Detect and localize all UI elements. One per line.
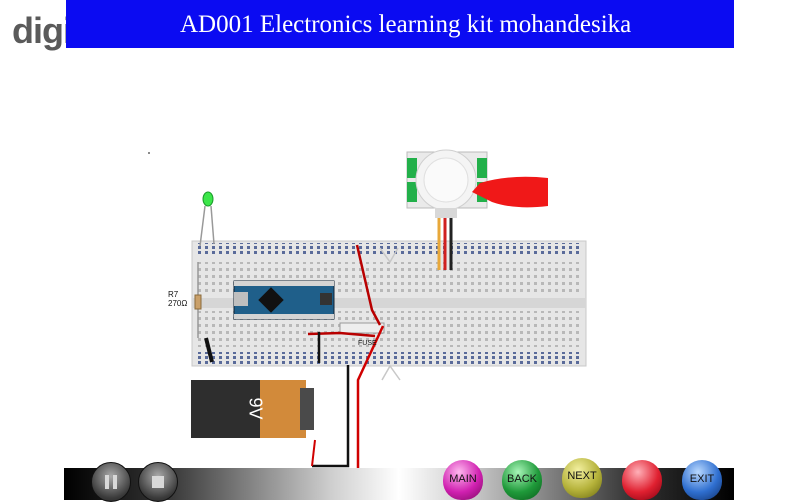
hand-icon (472, 176, 548, 208)
arduino-nano (233, 280, 335, 320)
stop-icon (152, 476, 164, 488)
wires (204, 244, 385, 470)
resistor-r7 (194, 262, 202, 338)
battery-label: 9V (245, 397, 266, 420)
pause-button[interactable] (91, 462, 131, 502)
fuse (339, 322, 385, 334)
stop-button[interactable] (138, 462, 178, 502)
pir-sensor (406, 149, 488, 270)
page-title: AD001 Electronics learning kit mohandesi… (180, 11, 632, 38)
next-button-label: NEXT (567, 470, 597, 482)
connection-markers (379, 247, 401, 381)
exit-button-label: EXIT (689, 473, 715, 485)
battery-9v (191, 380, 314, 438)
led (199, 191, 215, 247)
pause-icon (105, 475, 117, 489)
title-bar: AD001 Electronics learning kit mohandesi… (66, 0, 734, 48)
fuse-label: FUSE (358, 340, 377, 347)
red-button[interactable] (622, 460, 662, 500)
back-button[interactable]: BACK (502, 460, 542, 500)
back-button-label: BACK (507, 473, 537, 485)
main-button[interactable]: MAIN (443, 460, 483, 500)
next-button[interactable]: NEXT (562, 458, 602, 498)
resistor-label: R7 270Ω (168, 290, 188, 308)
exit-button[interactable]: EXIT (682, 460, 722, 500)
main-button-label: MAIN (449, 473, 477, 485)
